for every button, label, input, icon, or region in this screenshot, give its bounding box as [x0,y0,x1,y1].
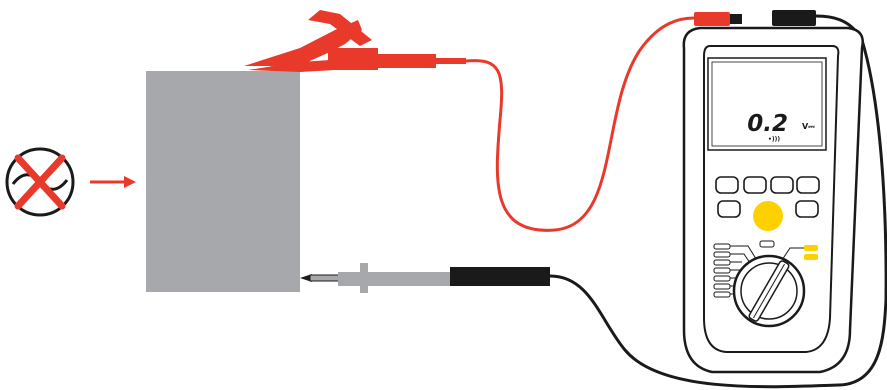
function-button-5[interactable] [717,200,741,218]
selector-marks-right [781,245,818,261]
black-jack-connector [772,10,816,26]
arrow-right-icon [90,176,136,188]
function-button-6[interactable] [795,200,819,218]
rotary-selector-dial[interactable] [732,254,806,328]
red-jack-connector [694,12,742,26]
black-test-probe [300,263,550,293]
black-lead-wire [549,14,887,389]
function-button-2[interactable] [743,176,767,194]
multimeter: 0.2 V⎓ •))) [682,26,864,374]
display-unit: V⎓ [802,122,815,131]
selector-mark-top [759,240,775,248]
selector-marks-left [713,243,731,298]
buzzer-icon: •))) [768,136,780,143]
function-button-1[interactable] [715,176,739,194]
function-button-3[interactable] [770,176,794,194]
red-alligator-clip [244,10,466,72]
display-reading: 0.2 [747,111,788,137]
no-ac-voltage-icon [5,147,75,217]
function-button-4[interactable] [796,176,820,194]
device-under-test [146,71,300,292]
red-lead-wire [465,16,695,232]
test-button[interactable] [753,201,783,231]
